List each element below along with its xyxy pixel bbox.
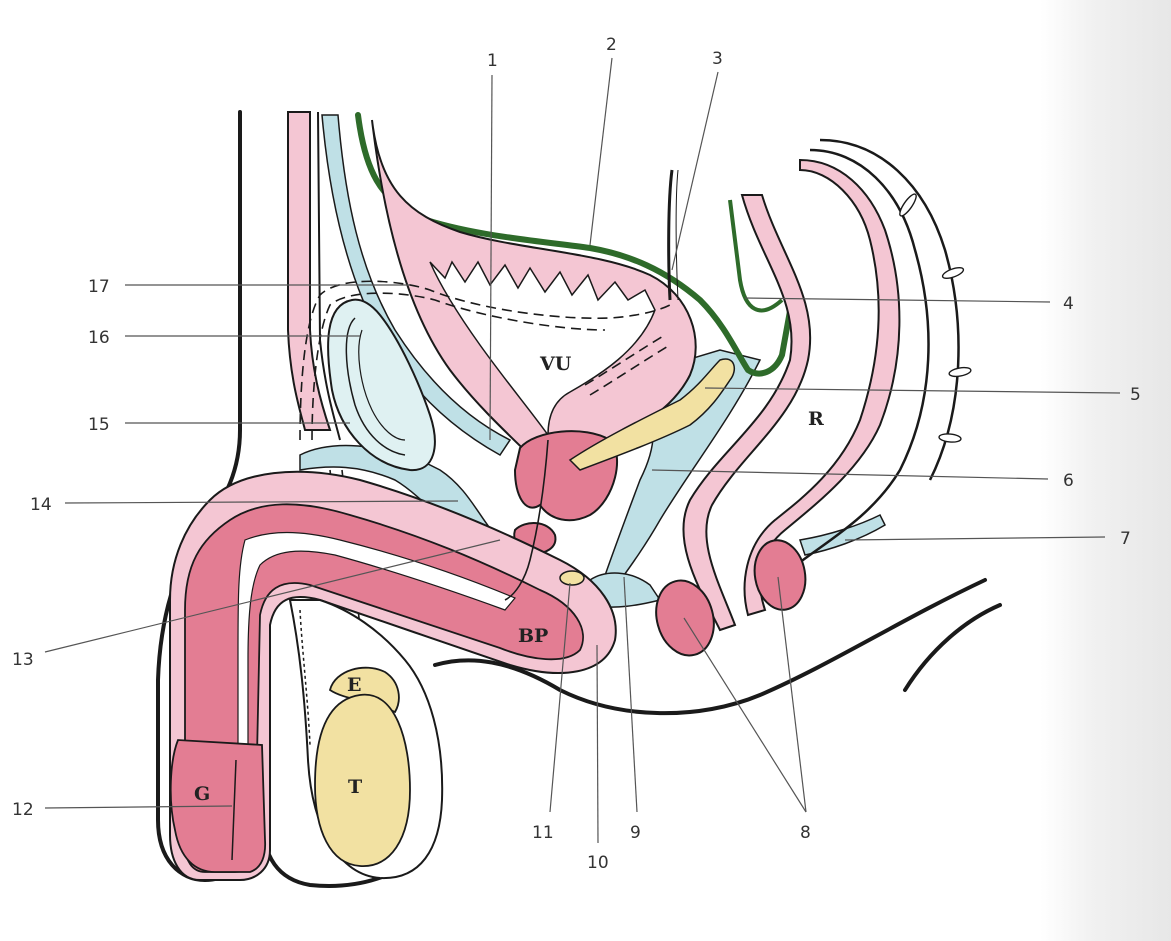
callout-1: 1 <box>487 51 498 71</box>
callout-5: 5 <box>1130 385 1141 405</box>
callout-9: 9 <box>630 823 641 843</box>
callout-6: 6 <box>1063 471 1074 491</box>
label-vu: VU <box>539 353 572 375</box>
callout-13: 13 <box>12 650 34 670</box>
label-bp: BP <box>518 625 548 647</box>
callout-4: 4 <box>1063 294 1074 314</box>
label-g: G <box>194 783 210 805</box>
pubic-symphysis <box>328 300 435 470</box>
callout-11: 11 <box>532 823 554 843</box>
callout-17: 17 <box>88 277 110 297</box>
callout-10: 10 <box>587 853 609 873</box>
callout-2: 2 <box>606 35 617 55</box>
label-e: E <box>347 674 361 696</box>
callout-12: 12 <box>12 800 34 820</box>
callout-7: 7 <box>1120 529 1131 549</box>
bulbourethral-gland <box>560 571 584 585</box>
callout-14: 14 <box>30 495 52 515</box>
callout-15: 15 <box>88 415 110 435</box>
callout-8: 8 <box>800 823 811 843</box>
callout-3: 3 <box>712 49 723 69</box>
callout-16: 16 <box>88 328 110 348</box>
label-t: T <box>348 776 362 798</box>
testis <box>315 695 410 866</box>
label-r: R <box>808 408 824 430</box>
